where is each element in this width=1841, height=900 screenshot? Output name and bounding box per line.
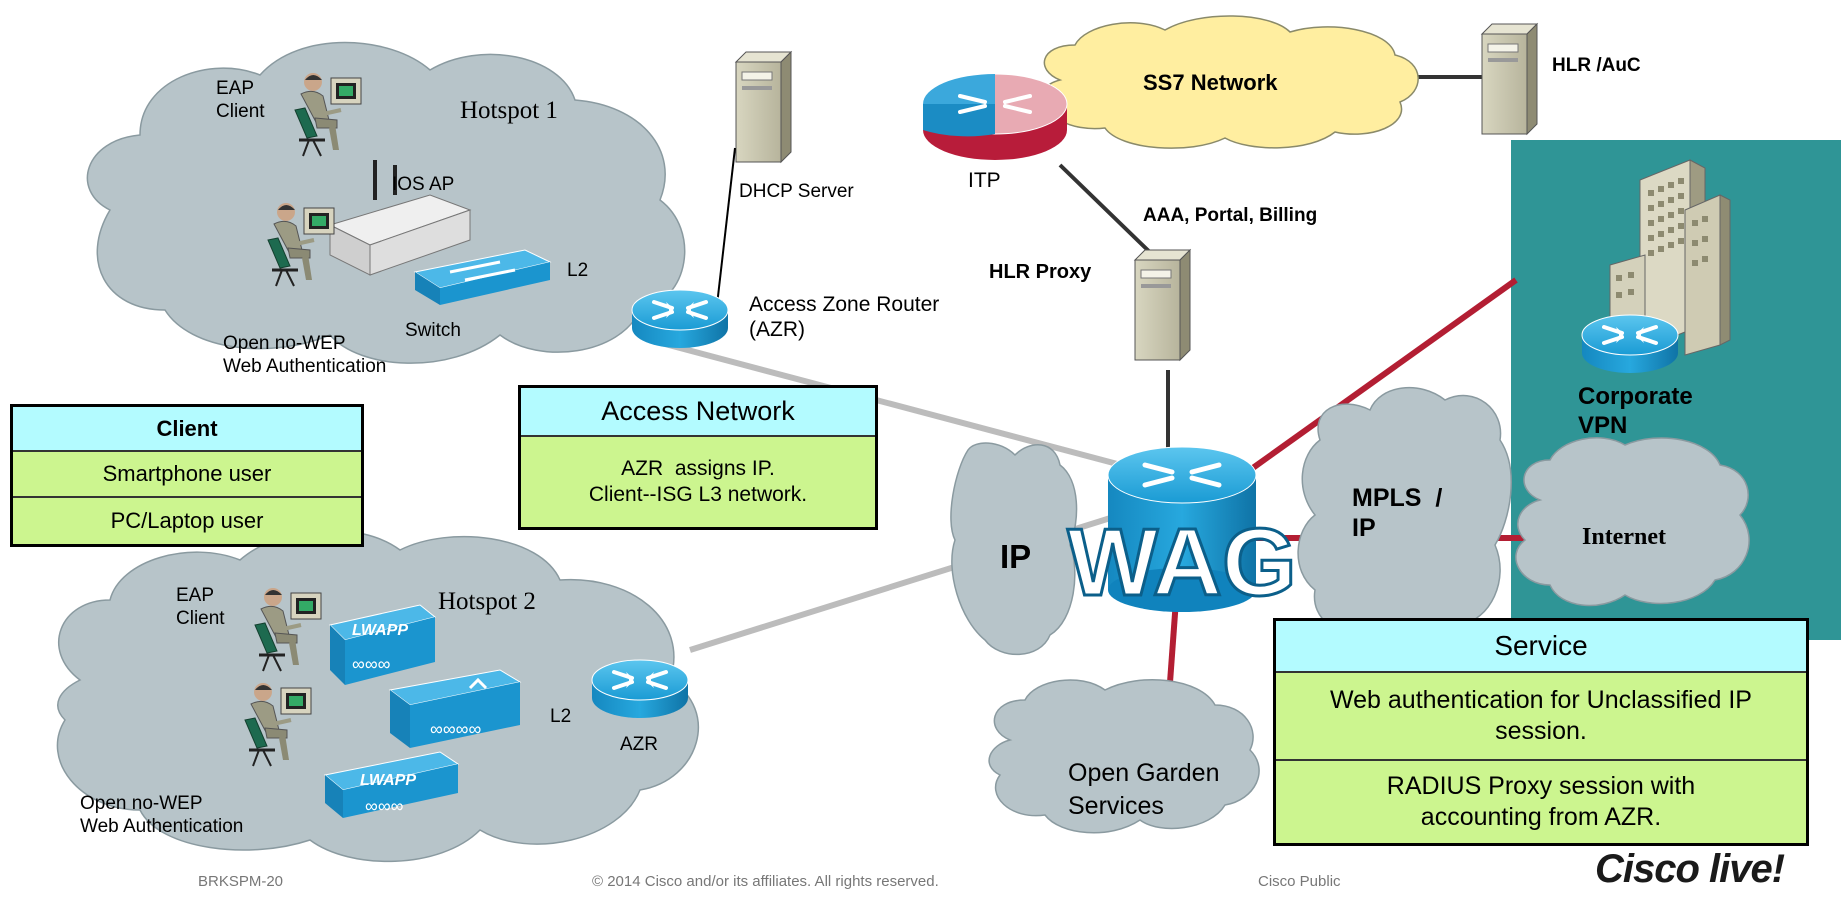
eap-client-2-label: EAP Client bbox=[176, 585, 225, 629]
ios-ap-icon bbox=[328, 160, 472, 276]
lwapp-bottom-label: LWAPP bbox=[360, 772, 416, 789]
lwapp-controller-icon: ∞∞∞∞ bbox=[388, 669, 522, 748]
corporate-router-icon bbox=[1580, 313, 1680, 375]
internet-cloud bbox=[1515, 437, 1750, 607]
service-table: Service Web authentication for Unclassif… bbox=[1273, 618, 1809, 846]
wag-to-vpn-link bbox=[1248, 277, 1518, 473]
access-zone-router-icon bbox=[630, 288, 730, 350]
ss7-network-label: SS7 Network bbox=[1143, 70, 1278, 95]
hlr-proxy-server-icon bbox=[1134, 249, 1191, 361]
wag-icon: WAG bbox=[1066, 446, 1298, 618]
hotspot-2-cloud bbox=[56, 529, 699, 863]
hlr-auc-server-icon bbox=[1481, 23, 1538, 135]
wave-icon: ∞∞∞ bbox=[365, 796, 404, 816]
l2-label-2: L2 bbox=[550, 706, 572, 727]
hotspot-2-label: Hotspot 2 bbox=[438, 588, 536, 615]
client-row-pc: PC/Laptop user bbox=[13, 496, 361, 544]
open-noweb-1-label: Open no-WEP Web Authentication bbox=[223, 333, 387, 377]
footer-copyright: © 2014 Cisco and/or its affiliates. All … bbox=[592, 873, 939, 890]
ss7-cloud bbox=[1043, 15, 1419, 149]
access-zone-router-label: Access Zone Router (AZR) bbox=[749, 293, 940, 342]
hotspot-1-label: Hotspot 1 bbox=[460, 97, 558, 124]
dhcp-arrow-icon bbox=[712, 147, 736, 318]
l2-label-1: L2 bbox=[567, 260, 589, 281]
itp-label: ITP bbox=[968, 169, 1001, 192]
access-network-table: Access Network AZR assigns IP. Client--I… bbox=[518, 385, 878, 530]
service-row-radius: RADIUS Proxy session with accounting fro… bbox=[1276, 759, 1806, 843]
open-garden-label: Open Garden Services bbox=[1068, 759, 1220, 820]
ios-ap-label: IOS AP bbox=[392, 174, 455, 195]
itp-to-proxy-link bbox=[1058, 163, 1162, 264]
wave-icon: ∞∞∞ bbox=[352, 654, 391, 674]
ip-cloud-label: IP bbox=[1000, 538, 1032, 575]
footer-classification: Cisco Public bbox=[1258, 873, 1341, 890]
wave-icon: ∞∞∞∞ bbox=[430, 719, 481, 739]
lwapp-ap-top-icon: LWAPP ∞∞∞ bbox=[329, 604, 437, 685]
open-garden-cloud bbox=[988, 679, 1260, 834]
access-network-row: AZR assigns IP. Client--ISG L3 network. bbox=[521, 437, 875, 527]
cisco-live-logo: Cisco live! bbox=[1595, 847, 1785, 891]
lwapp-top-label: LWAPP bbox=[352, 622, 408, 639]
access-network-header: Access Network bbox=[521, 388, 875, 437]
service-table-header: Service bbox=[1276, 621, 1806, 673]
azr-to-wag-link bbox=[649, 337, 1141, 473]
dhcp-server-icon bbox=[735, 51, 792, 163]
eap-client-1-label: EAP Client bbox=[216, 78, 265, 122]
switch-label: Switch bbox=[405, 320, 461, 341]
corporate-vpn-label: Corporate VPN bbox=[1578, 383, 1693, 439]
client-row-smartphone: Smartphone user bbox=[13, 452, 361, 496]
hotspot-1-cloud bbox=[86, 41, 686, 364]
dhcp-server-label: DHCP Server bbox=[739, 181, 854, 202]
client-table: Client Smartphone user PC/Laptop user bbox=[10, 404, 364, 547]
hlr-auc-label: HLR /AuC bbox=[1552, 55, 1641, 76]
azr-2-router-icon bbox=[590, 658, 690, 720]
mpls-cloud-label: MPLS / IP bbox=[1352, 484, 1443, 542]
footer-session-code: BRKSPM-20 bbox=[198, 873, 284, 890]
open-noweb-2-label: Open no-WEP Web Authentication bbox=[80, 793, 244, 837]
itp-router-icon bbox=[922, 73, 1068, 160]
lwapp-ap-bottom-icon: LWAPP ∞∞∞ bbox=[323, 751, 460, 818]
service-row-web-auth: Web authentication for Unclassified IP s… bbox=[1276, 673, 1806, 759]
internet-cloud-label: Internet bbox=[1582, 524, 1666, 550]
mpls-cloud bbox=[1297, 386, 1512, 646]
azr-label: AZR bbox=[620, 734, 658, 755]
wag-label: WAG bbox=[1067, 509, 1296, 616]
switch-icon bbox=[413, 249, 552, 305]
aaa-portal-billing-label: AAA, Portal, Billing bbox=[1143, 205, 1318, 226]
client-table-header: Client bbox=[13, 407, 361, 452]
hlr-proxy-label: HLR Proxy bbox=[989, 261, 1092, 283]
ip-cloud bbox=[950, 442, 1078, 656]
